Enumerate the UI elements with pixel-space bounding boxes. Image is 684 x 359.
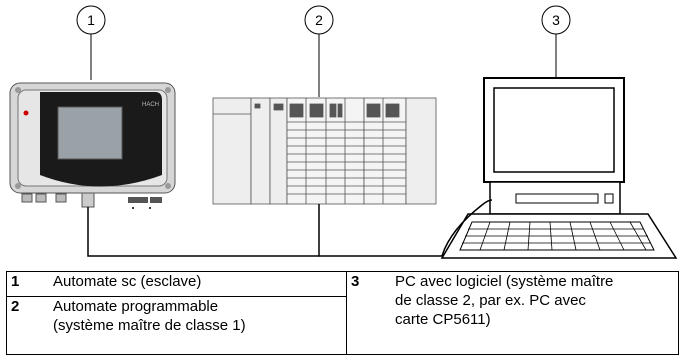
- network-diagram: 1 2 3 HACH: [9, 5, 678, 259]
- callout-1: 1: [76, 5, 106, 80]
- legend-item-2-text: Automate programmable (système maître de…: [33, 297, 246, 335]
- legend-item-2-line1: Automate programmable: [53, 298, 219, 315]
- callout-3-label: 3: [552, 12, 560, 28]
- device-brand-logo: HACH: [142, 102, 159, 108]
- callout-2: 2: [304, 5, 334, 97]
- callout-1-label: 1: [87, 12, 95, 28]
- sc-controller-device: HACH: [9, 82, 176, 209]
- legend-item-1: 1 Automate sc (esclave): [6, 271, 347, 297]
- legend-item-3-line2: de classe 2, par ex. PC avec: [395, 292, 586, 309]
- legend-item-3-line3: carte CP5611): [395, 311, 491, 328]
- legend-item-1-text: Automate sc (esclave): [53, 273, 202, 290]
- network-cable: [87, 199, 493, 257]
- legend-table: 1 Automate sc (esclave) 3 PC avec logicie…: [6, 271, 679, 355]
- legend-item-2-line2: (système maître de classe 1): [53, 317, 246, 334]
- callout-2-label: 2: [315, 12, 323, 28]
- legend-item-2-number: 2: [11, 298, 20, 315]
- legend-item-3-line1: PC avec logiciel (système maître: [395, 273, 614, 290]
- callout-3: 3: [541, 5, 571, 77]
- plc-device: [212, 97, 437, 205]
- legend-item-2: 2 Automate programmable (système maître …: [6, 296, 347, 355]
- legend-item-3: 3 PC avec logiciel (système maître de cl…: [346, 271, 679, 355]
- pc-laptop-device: [440, 77, 678, 259]
- legend-item-3-text: PC avec logiciel (système maître de clas…: [373, 272, 613, 329]
- legend-item-3-number: 3: [351, 273, 360, 290]
- legend-item-1-number: 1: [11, 273, 20, 290]
